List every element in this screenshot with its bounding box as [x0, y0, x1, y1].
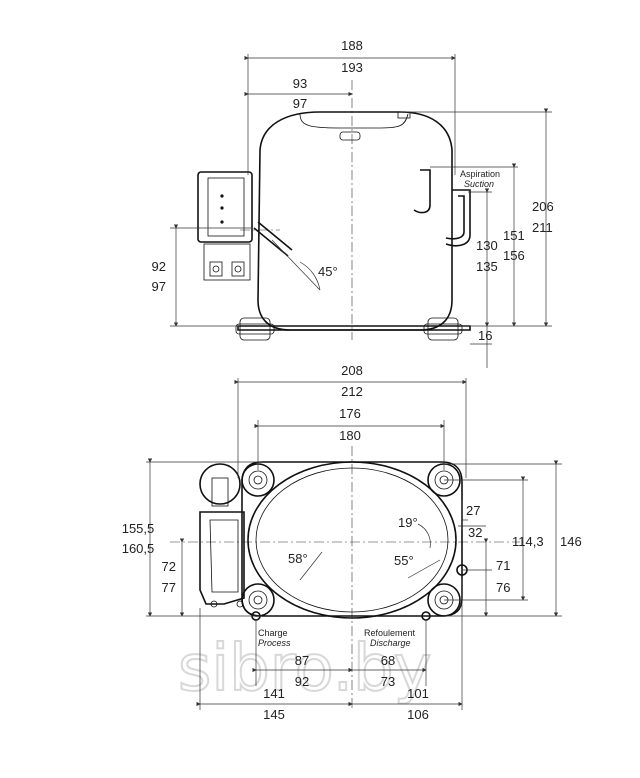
dim-height-211: 211 — [532, 220, 553, 235]
dim-mount-176: 176 — [339, 406, 361, 421]
dim-right-114: 114,3 — [512, 534, 544, 549]
dim-discharge-68: 68 — [381, 653, 395, 668]
compressor-shell — [257, 111, 453, 331]
foot-right — [427, 317, 459, 341]
dim-base-212: 212 — [341, 384, 363, 399]
dim-left-72: 72 — [162, 559, 176, 574]
angle-58: 58° — [288, 551, 308, 566]
dim-charge-92: 92 — [295, 674, 309, 689]
top-view: 188 193 93 97 Aspiration Suction 206 211… — [152, 38, 554, 368]
foot-left — [239, 317, 271, 341]
dim-27: 27 — [466, 503, 480, 518]
dim-left-141: 141 — [263, 686, 285, 701]
suction-label: Aspiration — [460, 169, 500, 179]
suction-label-en: Suction — [464, 179, 494, 189]
angle-19: 19° — [398, 515, 418, 530]
terminal-cap — [199, 463, 241, 505]
discharge-label: Refoulement — [364, 628, 416, 638]
dim-suction-135: 135 — [476, 259, 498, 274]
terminal-cover — [199, 511, 245, 605]
dim-right-106: 106 — [407, 707, 429, 722]
dim-left-77: 77 — [162, 580, 176, 595]
dim-half-97: 97 — [293, 96, 307, 111]
discharge-label-en: Discharge — [370, 638, 411, 648]
dim-charge-87: 87 — [295, 653, 309, 668]
suction-tube — [413, 169, 431, 214]
angle-55: 55° — [394, 553, 414, 568]
dim-terminal-97: 97 — [152, 279, 166, 294]
mount-hole-bl — [241, 583, 275, 617]
dim-half-93: 93 — [293, 76, 307, 91]
dim-suction-156: 156 — [503, 248, 525, 263]
dim-mount-180: 180 — [339, 428, 361, 443]
dim-base-16: 16 — [478, 328, 492, 343]
charge-label: Charge — [258, 628, 288, 638]
dim-height-206: 206 — [532, 199, 554, 214]
bottom-view: 208 212 176 180 155,5 160,5 72 77 146 11… — [122, 363, 582, 722]
dim-suction-151: 151 — [503, 228, 525, 243]
charge-label-en: Process — [258, 638, 291, 648]
angle-45: 45° — [318, 264, 338, 279]
dim-right-76: 76 — [496, 580, 510, 595]
dim-terminal-92: 92 — [152, 259, 166, 274]
dim-left-155: 155,5 — [122, 521, 155, 536]
dim-left-160: 160,5 — [122, 541, 155, 556]
dim-width-188: 188 — [341, 38, 363, 53]
dim-right-71: 71 — [496, 558, 510, 573]
dim-suction-130: 130 — [476, 238, 498, 253]
dim-32: 32 — [468, 525, 482, 540]
dim-left-145: 145 — [263, 707, 285, 722]
shell-oval — [247, 461, 457, 619]
dim-right-146: 146 — [560, 534, 582, 549]
dim-width-193: 193 — [341, 60, 363, 75]
dim-base-208: 208 — [341, 363, 363, 378]
dim-right-101: 101 — [407, 686, 429, 701]
dim-discharge-73: 73 — [381, 674, 395, 689]
terminal-box — [197, 171, 253, 243]
